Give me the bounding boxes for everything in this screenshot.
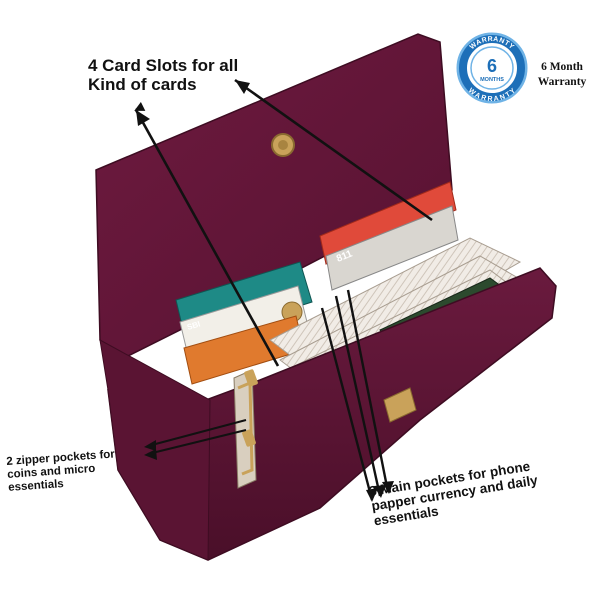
card-text: SBI bbox=[186, 319, 201, 332]
warranty-line: Warranty bbox=[537, 75, 587, 88]
front-tab bbox=[383, 387, 417, 423]
badge-unit: MONTHS bbox=[480, 77, 504, 83]
card-slot-cards: 811 SBI bbox=[175, 181, 459, 385]
card bbox=[319, 181, 457, 265]
label-line: 4 Card Slots for all bbox=[88, 56, 239, 75]
zipper bbox=[237, 380, 254, 476]
badge-number: 6 bbox=[487, 56, 497, 76]
zipper-pockets bbox=[233, 369, 258, 489]
warranty-badge: WARRANTY WARRANTY 6 MONTHS bbox=[456, 32, 528, 104]
card-slots-label: 4 Card Slots for all Kind of cards bbox=[88, 56, 258, 94]
card bbox=[325, 205, 459, 291]
label-line: Kind of cards bbox=[88, 75, 197, 95]
warranty-text: 6 Month Warranty bbox=[530, 60, 594, 90]
warranty-line: 6 Month bbox=[541, 61, 583, 73]
annotation-arrows bbox=[134, 78, 433, 502]
